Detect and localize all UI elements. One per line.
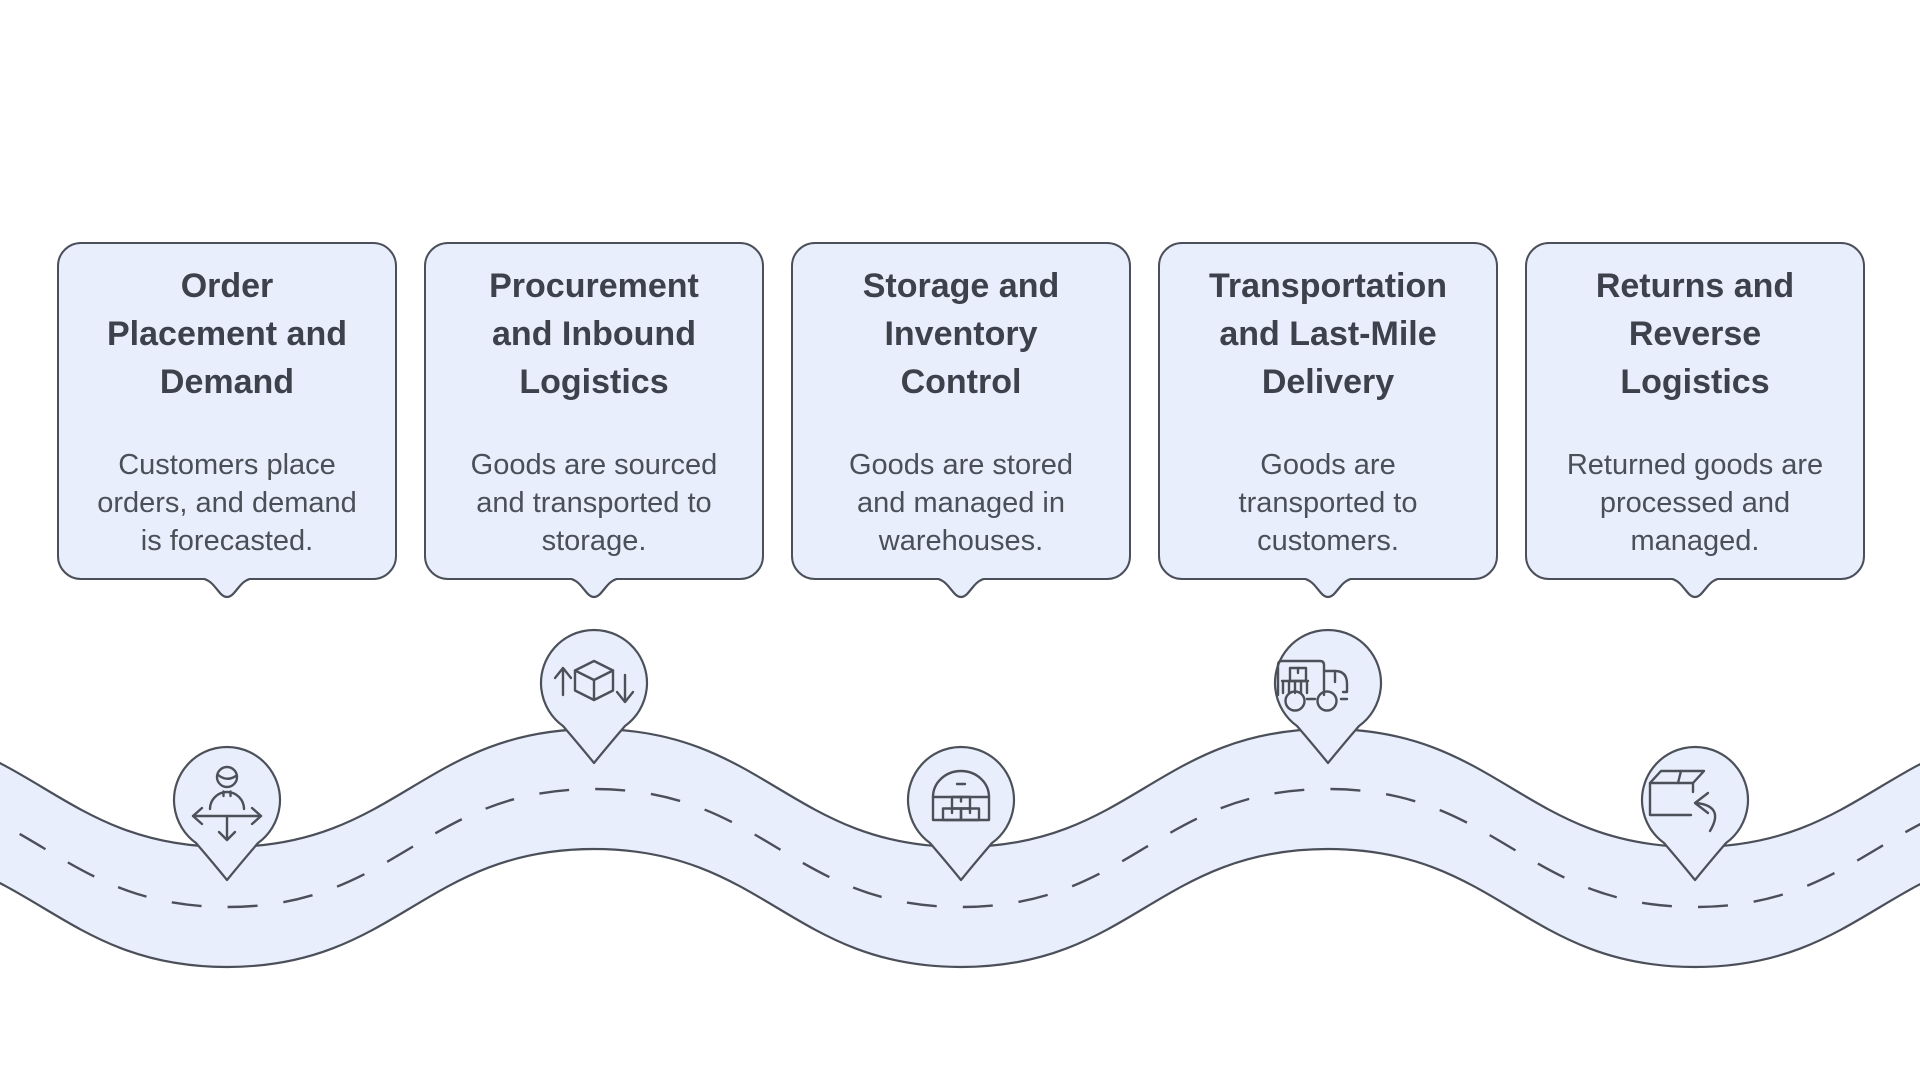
map-pin-storage <box>906 745 1016 882</box>
pin-shape <box>172 745 282 882</box>
card-tail <box>200 578 254 599</box>
map-pin-returns <box>1640 745 1750 882</box>
card-tail <box>1668 578 1722 599</box>
pin-shape <box>1273 628 1383 765</box>
warehouse-icon <box>931 769 991 822</box>
delivery-truck-icon <box>1276 659 1349 712</box>
package-return-icon <box>1648 769 1717 833</box>
map-pin-order-demand <box>172 745 282 882</box>
card-tail <box>1301 578 1355 599</box>
map-pin-procurement <box>539 628 649 765</box>
pin-shape <box>1640 745 1750 882</box>
cube-transfer-icon <box>553 659 635 704</box>
card-tail <box>934 578 988 599</box>
map-pin-transportation <box>1273 628 1383 765</box>
card-tail <box>567 578 621 599</box>
person-demand-icon <box>191 765 263 842</box>
